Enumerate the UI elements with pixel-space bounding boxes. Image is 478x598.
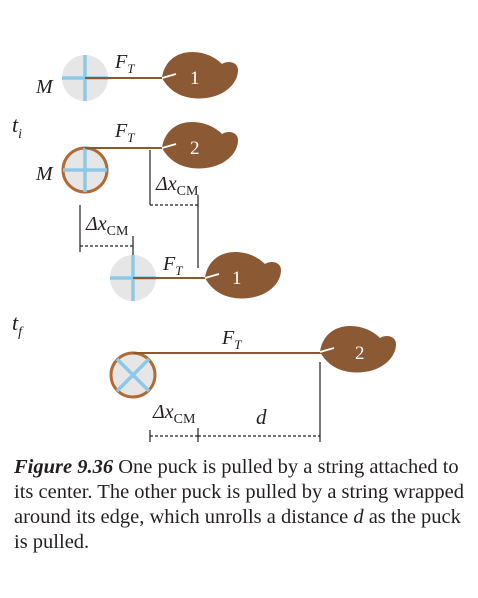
tension-label-row2: FT (114, 120, 135, 145)
tension-label-row3: FT (162, 253, 183, 278)
hand-2-final-icon (319, 326, 396, 373)
figure-number: Figure 9.36 (14, 456, 114, 478)
caption-text-1: One puck is pulled by a string attached … (14, 456, 464, 528)
distance-label: d (256, 405, 267, 429)
caption-text-2: as the puck is pulled. (14, 506, 461, 553)
time-initial-label: ti (12, 112, 22, 142)
caption-variable: d (353, 506, 364, 528)
hand-2-label-initial: 2 (190, 138, 200, 159)
tension-label-row4: FT (221, 327, 242, 352)
figure-caption: Figure 9.36 One puck is pulled by a stri… (14, 455, 466, 555)
mass-label-row2: M (35, 163, 54, 185)
dx-label-right: ΔxCM (155, 173, 199, 199)
time-final-label: tf (12, 310, 24, 340)
dx-label-bottom: ΔxCM (152, 401, 196, 427)
hand-1-label-final: 1 (232, 268, 242, 289)
figure-diagram: 1 M FT ti 2 M FT ΔxCM ΔxCM 1 FT tf (12, 51, 396, 442)
hand-1-label-initial: 1 (190, 68, 200, 89)
hand-1-initial-icon (161, 52, 238, 99)
hand-1-final-icon (204, 252, 281, 299)
hand-2-label-final: 2 (355, 343, 365, 364)
tension-label-row1: FT (114, 51, 135, 76)
dx-label-left: ΔxCM (85, 213, 129, 239)
mass-label-row1: M (35, 76, 54, 98)
hand-2-initial-icon (161, 122, 238, 169)
puck-wrapped-initial (61, 146, 109, 194)
puck-wrapped-final (109, 351, 157, 399)
